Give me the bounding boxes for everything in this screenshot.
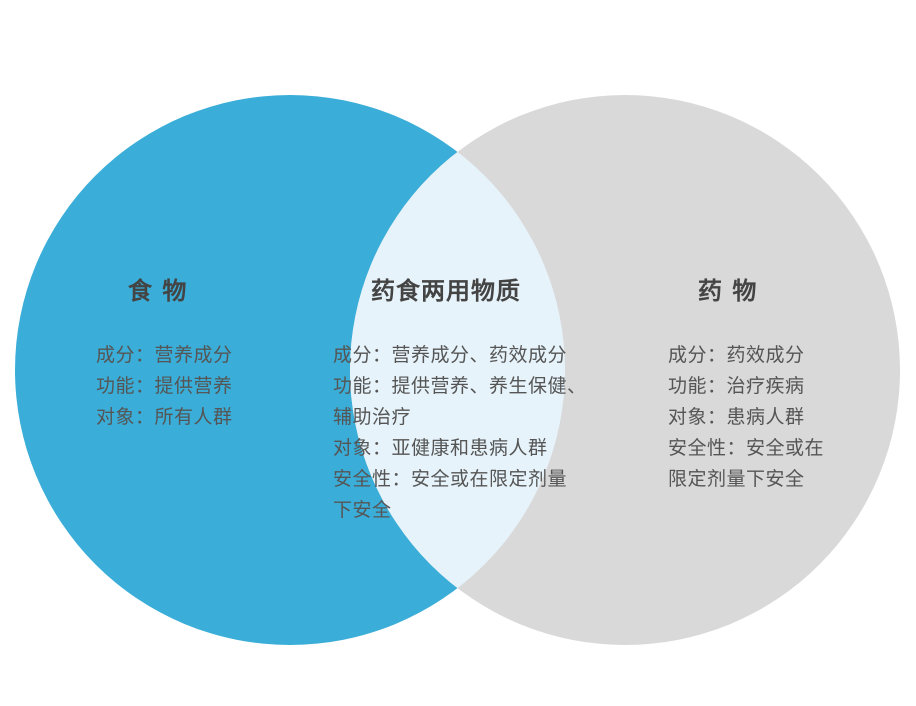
drug-line: 成分：药效成分 [668, 344, 805, 366]
medicine-food-line: 对象：亚健康和患病人群 [333, 437, 548, 459]
drug-line: 功能：治疗疾病 [668, 375, 805, 397]
drug-region: 药 物 成分：药效成分 功能：治疗疾病 对象：患病人群 安全性：安全或在 限定剂… [668, 276, 824, 495]
food-line: 成分：营养成分 [96, 344, 233, 366]
drug-line: 限定剂量下安全 [668, 468, 805, 490]
overlap-region [350, 95, 565, 645]
drug-line: 对象：患病人群 [668, 406, 805, 428]
drug-line: 安全性：安全或在 [668, 437, 825, 459]
food-line: 功能：提供营养 [96, 375, 233, 397]
medicine-food-line: 下安全 [333, 499, 392, 521]
medicine-food-title: 药食两用物质 [371, 277, 521, 305]
food-title: 食 物 [128, 277, 188, 305]
food-region: 食 物 成分：营养成分 功能：提供营养 对象：所有人群 [96, 276, 233, 433]
medicine-food-region: 药食两用物质 成分：营养成分、药效成分 功能：提供营养、养生保健、 辅助治疗 对… [333, 276, 587, 526]
food-line: 对象：所有人群 [96, 406, 233, 428]
medicine-food-line: 安全性：安全或在限定剂量 [333, 468, 568, 490]
medicine-food-line: 功能：提供营养、养生保健、 [333, 375, 587, 397]
medicine-food-line: 辅助治疗 [333, 406, 412, 428]
medicine-food-line: 成分：营养成分、药效成分 [333, 344, 568, 366]
drug-title: 药 物 [698, 277, 758, 305]
